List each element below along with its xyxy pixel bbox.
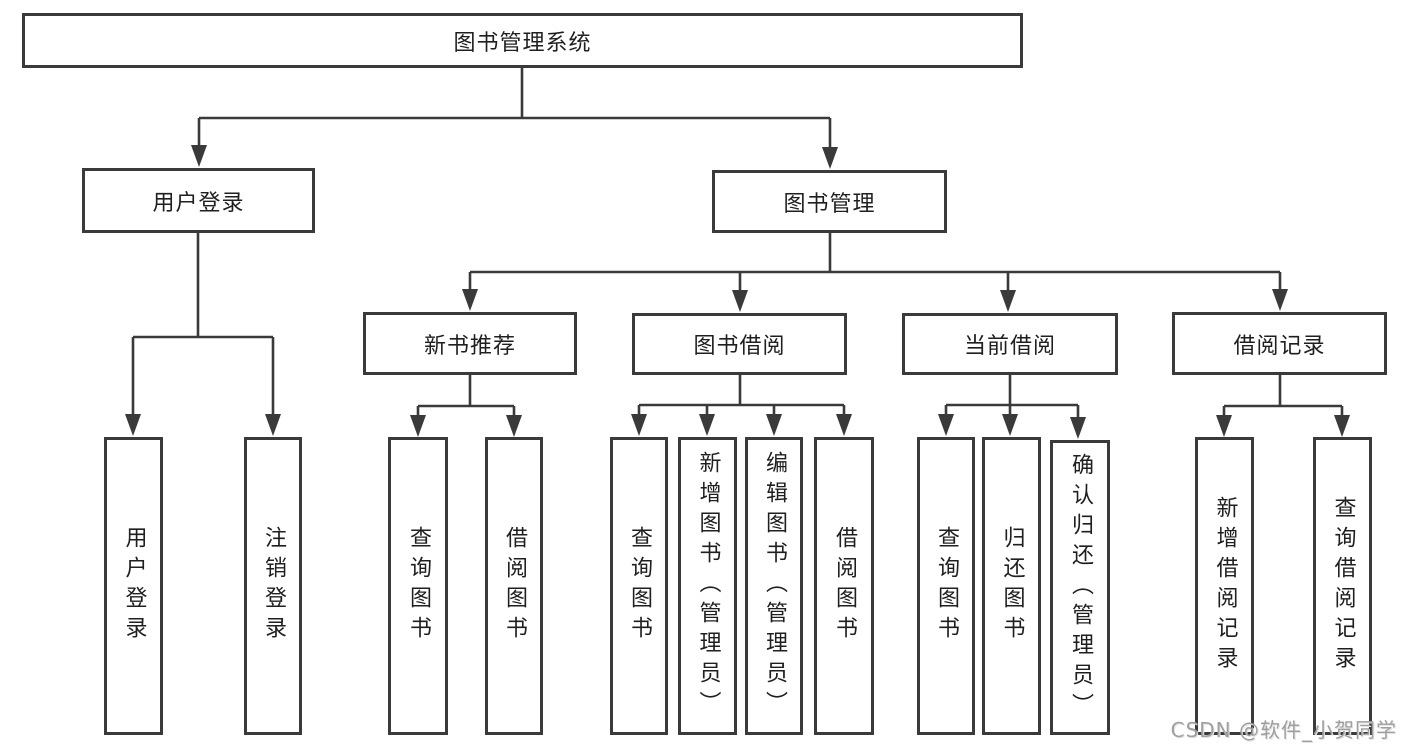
leaf-query-books: 查询图书 (610, 437, 668, 735)
leaf-query-books-recommend: 查询图书 (388, 437, 448, 735)
leaf-label: 新增图书（管理员） (695, 451, 721, 721)
leaf-label: 借阅图书 (502, 526, 527, 646)
leaf-label: 新增借阅记录 (1212, 496, 1238, 676)
node-user-login: 用户登录 (82, 168, 315, 233)
leaf-add-books-admin: 新增图书（管理员） (678, 437, 737, 735)
leaf-borrow-books: 借阅图书 (814, 437, 874, 735)
leaf-add-borrow-record: 新增借阅记录 (1195, 437, 1254, 735)
node-book-borrow: 图书借阅 (632, 313, 847, 375)
leaf-confirm-return-admin: 确认归还（管理员） (1050, 440, 1110, 735)
leaf-query-books-current: 查询图书 (917, 437, 975, 735)
leaf-label: 编辑图书（管理员） (762, 451, 787, 721)
leaf-query-borrow-record: 查询借阅记录 (1313, 437, 1372, 735)
leaf-label: 查询图书 (934, 526, 959, 646)
leaf-label: 查询借阅记录 (1330, 496, 1356, 676)
leaf-label: 注销登录 (261, 526, 286, 646)
leaf-label: 用户登录 (121, 526, 147, 646)
connector-lines (131, 68, 1344, 422)
leaf-return-books: 归还图书 (982, 437, 1041, 735)
node-new-book-recommend: 新书推荐 (363, 312, 577, 375)
node-book-management: 图书管理 (712, 170, 947, 233)
leaf-label: 查询图书 (627, 526, 652, 646)
node-root-system: 图书管理系统 (22, 13, 1023, 68)
node-current-borrow: 当前借阅 (902, 313, 1118, 375)
leaf-user-login: 用户登录 (104, 437, 163, 735)
leaf-label: 确认归还（管理员） (1068, 452, 1093, 723)
node-borrow-record: 借阅记录 (1172, 312, 1387, 375)
leaf-label: 查询图书 (406, 526, 431, 646)
leaf-label: 归还图书 (999, 526, 1025, 646)
leaf-edit-books-admin: 编辑图书（管理员） (745, 437, 803, 735)
leaf-borrow-books-recommend: 借阅图书 (485, 437, 543, 735)
leaf-label: 借阅图书 (832, 526, 857, 646)
leaf-logout: 注销登录 (244, 437, 302, 735)
csdn-watermark: CSDN @软件_小贺同学 (1170, 718, 1397, 742)
arrowheads (125, 145, 1350, 439)
